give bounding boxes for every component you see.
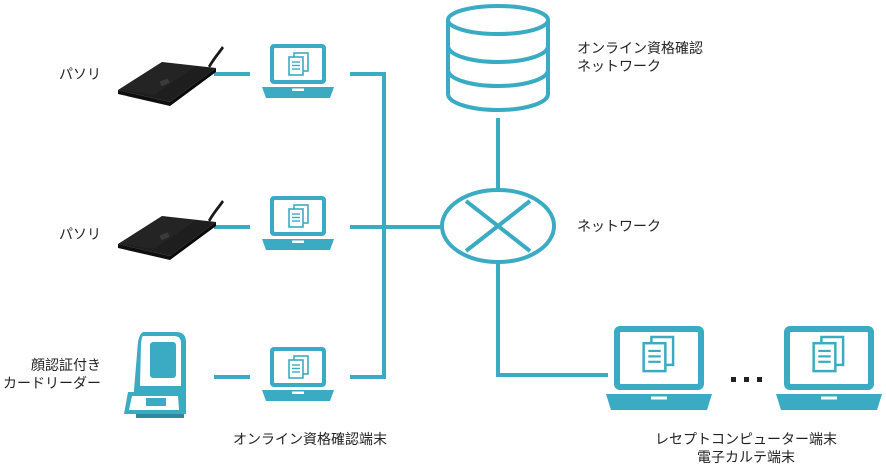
router-icon: [440, 188, 556, 264]
database-label-line2: ネットワーク: [577, 59, 661, 75]
laptop-icon: [262, 196, 334, 250]
laptop-icon: [606, 326, 712, 410]
network-label: ネットワーク: [577, 219, 661, 235]
pasori-label: パソリ: [59, 67, 101, 83]
connection-lines: [214, 72, 608, 379]
ellipsis-icon: [731, 377, 762, 382]
database-icon: [446, 4, 550, 112]
face-reader-label-line1: 顔認証付き: [31, 358, 101, 374]
receipt-terminal-caption: レセプトコンピューター端末 電子カルテ端末: [626, 431, 866, 467]
laptop-icon: [262, 347, 334, 401]
card-reader-icon: [118, 200, 224, 260]
terminal-caption: オンライン資格確認端末: [233, 432, 387, 448]
database-label-line1: オンライン資格確認: [577, 41, 703, 57]
face-recognition-reader-icon: [124, 332, 186, 418]
line-router-receipt: [496, 262, 608, 377]
face-reader-label-line2: カードリーダー: [3, 376, 101, 392]
database-label: オンライン資格確認 ネットワーク: [577, 40, 703, 76]
card-reader-icon: [118, 46, 224, 106]
face-reader-label: 顔認証付き カードリーダー: [3, 357, 101, 393]
pasori-label: パソリ: [59, 227, 101, 243]
receipt-caption-line2: 電子カルテ端末: [697, 450, 795, 466]
laptop-icon: [776, 326, 882, 410]
receipt-caption-line1: レセプトコンピューター端末: [655, 432, 837, 448]
laptop-icon: [262, 44, 334, 98]
